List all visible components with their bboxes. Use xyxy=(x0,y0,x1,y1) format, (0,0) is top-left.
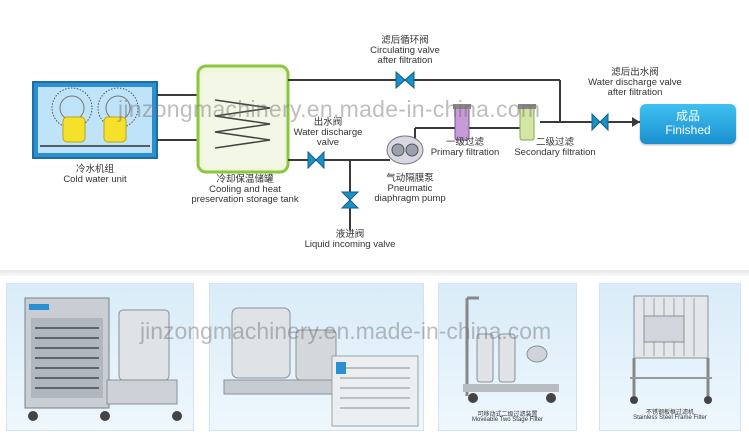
cold-water-unit-en: Cold water unit xyxy=(63,174,127,185)
pneumatic-pump-en2: diaphragm pump xyxy=(374,193,446,204)
primary-filtration-en: Primary filtration xyxy=(430,147,500,158)
secondary-filter-icon xyxy=(518,104,536,141)
circulating-valve-en1: Circulating valve xyxy=(370,45,440,56)
liquid-incoming-valve-cn: 液进阀 xyxy=(335,229,365,240)
water-discharge-after-cn: 滤后出水阀 xyxy=(611,67,659,78)
storage-tank-cn: 冷却保温储罐 xyxy=(216,174,274,185)
liquid-incoming-valve-en: Liquid incoming valve xyxy=(304,239,396,250)
water-discharge-valve-icon xyxy=(307,150,325,170)
chiller-tank-pipes xyxy=(157,94,200,141)
liquid-incoming-valve-icon xyxy=(340,191,360,209)
process-flow-diagram: 冷水机组 Cold water unit 冷却保温储罐 Cooling and … xyxy=(32,36,736,250)
finished-cn: 成品 xyxy=(675,109,700,123)
two-stage-filter-illustration xyxy=(463,296,559,403)
water-discharge-after-en1: Water discharge valve xyxy=(588,77,682,88)
secondary-filtration-cn: 二级过滤 xyxy=(535,137,574,148)
frame-filter-illustration xyxy=(630,295,712,404)
two-stage-caption-en: Moveable Two Stage Filter xyxy=(472,417,543,423)
storage-tank-en2: preservation storage tank xyxy=(191,194,299,205)
circulating-valve-cn: 滤后循环阀 xyxy=(381,35,429,46)
chiller-machine-illustration xyxy=(24,297,182,421)
cold-water-unit-cn: 冷水机组 xyxy=(75,164,114,175)
pneumatic-pump-label: 气动隔膜泵 Pneumatic diaphragm pump xyxy=(360,174,460,204)
pneumatic-pump-icon xyxy=(386,135,424,165)
frame-filter-caption-en: Stainless Steel Frame Filter xyxy=(633,415,707,421)
storage-tank-en1: Cooling and heat xyxy=(209,184,281,195)
pneumatic-pump-en1: Pneumatic xyxy=(387,183,433,194)
pneumatic-pump-cn: 气动隔膜泵 xyxy=(386,173,434,184)
circulating-valve-label: 滤后循环阀 Circulating valve after filtration xyxy=(355,36,455,66)
water-discharge-after-label: 滤后出水阀 Water discharge valve after filtra… xyxy=(575,68,695,98)
circulating-valve-icon xyxy=(395,70,415,90)
storage-tank-label: 冷却保温储罐 Cooling and heat preservation sto… xyxy=(175,175,315,205)
cold-water-unit-graphic xyxy=(32,81,158,159)
primary-filtration-cn: 一级过滤 xyxy=(445,137,484,148)
section-divider xyxy=(0,270,749,276)
secondary-filtration-label: 二级过滤 Secondary filtration xyxy=(505,138,605,158)
water-discharge-valve-en2: valve xyxy=(316,137,340,148)
discharge-after-filtration-valve-icon xyxy=(591,112,609,132)
storage-tank-system-illustration xyxy=(223,307,419,427)
liquid-incoming-valve-label: 液进阀 Liquid incoming valve xyxy=(290,230,410,250)
photo-frame-filter: 不锈钢板框过滤机 Stainless Steel Frame Filter xyxy=(599,283,741,431)
water-discharge-valve-label: 出水阀 Water discharge valve xyxy=(283,118,373,148)
frame-filter-caption-cn: 不锈钢板框过滤机 xyxy=(645,410,694,416)
water-discharge-valve-en1: Water discharge xyxy=(293,127,363,138)
cold-water-unit-label: 冷水机组 Cold water unit xyxy=(50,165,140,185)
photo-storage-tank-system xyxy=(209,283,424,431)
two-stage-caption-cn: 可移动式二级过滤装置 xyxy=(477,412,538,418)
water-discharge-valve-cn: 出水阀 xyxy=(313,117,343,128)
photo-two-stage-filter: 可移动式二级过滤装置 Moveable Two Stage Filter xyxy=(438,283,577,431)
storage-tank-graphic xyxy=(196,64,290,174)
water-discharge-after-en2: after filtration xyxy=(607,87,663,98)
diagram-graphics xyxy=(32,64,640,230)
watermark-top: jinzongmachinery.en.made-in-china.com xyxy=(118,96,541,122)
finished-product-box: 成品 Finished xyxy=(640,104,736,144)
primary-filter-icon xyxy=(453,104,471,141)
photo-chiller-machine xyxy=(6,283,194,431)
secondary-filtration-en: Secondary filtration xyxy=(514,147,596,158)
circulating-valve-en2: after filtration xyxy=(377,55,433,66)
primary-filtration-label: 一级过滤 Primary filtration xyxy=(425,138,505,158)
watermark-bottom: jinzongmachinery.en.made-in-china.com xyxy=(140,318,552,344)
finished-en: Finished xyxy=(665,123,711,137)
